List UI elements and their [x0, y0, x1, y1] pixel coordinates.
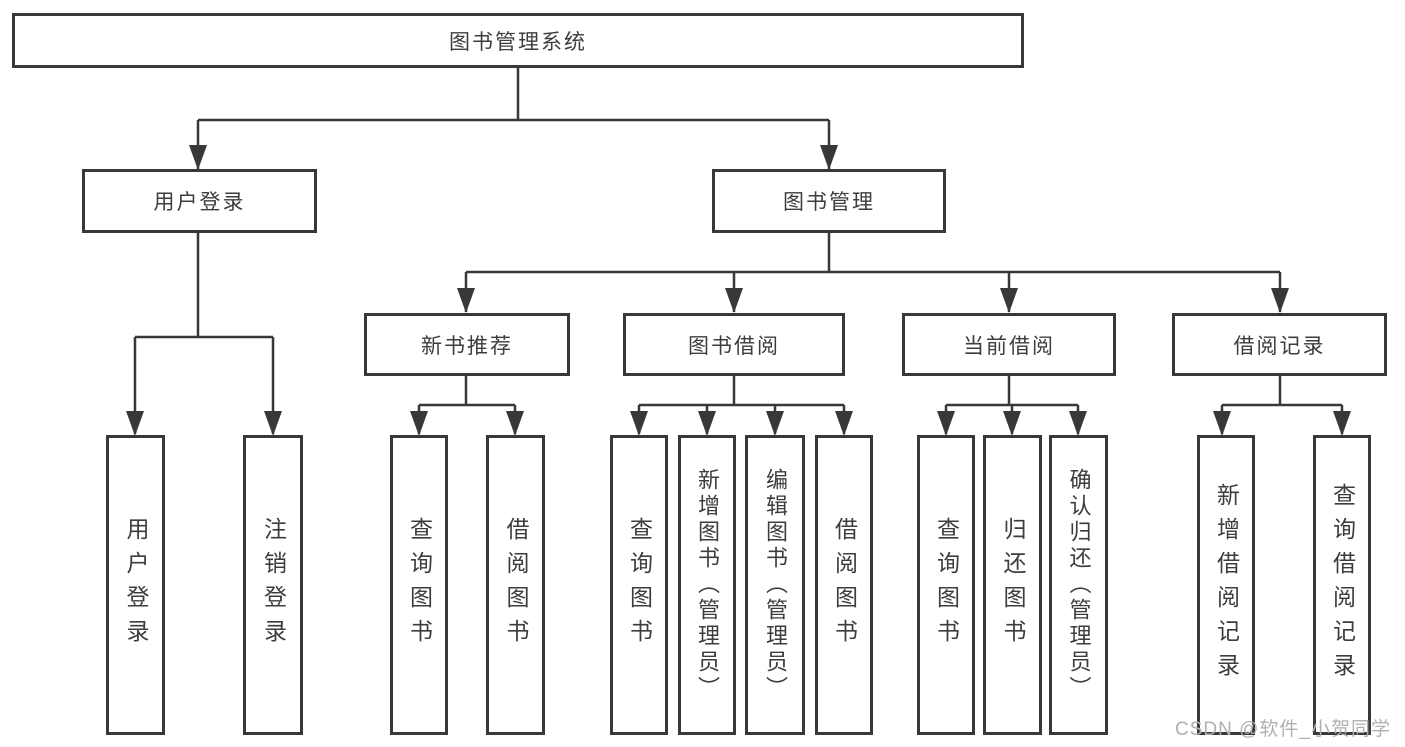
node-label: 图书管理系统 — [449, 30, 587, 54]
node-label: 当前借阅 — [963, 334, 1055, 358]
leaf-query-books-current: 查询图书 — [917, 435, 975, 735]
node-new-book-recommend: 新书推荐 — [364, 313, 570, 376]
node-current-borrowing: 当前借阅 — [902, 313, 1116, 376]
leaf-borrow-books-recommend: 借阅图书 — [486, 435, 545, 735]
node-label: 用户登录 — [123, 517, 149, 653]
node-book-management: 图书管理 — [712, 169, 946, 233]
node-label: 确认归还（管理员） — [1066, 468, 1092, 702]
node-library-management-system: 图书管理系统 — [12, 13, 1024, 68]
node-label: 借阅图书 — [503, 517, 529, 653]
leaf-confirm-return-admin: 确认归还（管理员） — [1049, 435, 1108, 735]
node-label: 图书管理 — [783, 191, 875, 214]
leaf-query-books-borrow: 查询图书 — [610, 435, 668, 735]
node-label: 查询图书 — [933, 517, 960, 653]
leaf-edit-books-admin: 编辑图书（管理员） — [745, 435, 805, 735]
node-label: 新书推荐 — [421, 334, 513, 358]
node-label: 图书借阅 — [688, 334, 780, 358]
csdn-watermark: CSDN @软件_小贺同学 — [1175, 719, 1391, 740]
arrowheads — [126, 145, 1351, 436]
node-label: 查询借阅记录 — [1329, 483, 1356, 687]
node-label: 注销登录 — [260, 517, 287, 653]
node-label: 编辑图书（管理员） — [763, 468, 788, 702]
leaf-user-login: 用户登录 — [106, 435, 165, 735]
node-user-login: 用户登录 — [82, 169, 317, 233]
node-label: 借阅图书 — [831, 517, 858, 653]
node-label: 用户登录 — [153, 191, 246, 214]
leaf-borrow-books: 借阅图书 — [815, 435, 873, 735]
node-label: 新增图书（管理员） — [695, 468, 720, 702]
leaf-add-borrow-record: 新增借阅记录 — [1197, 435, 1255, 735]
node-label: 归还图书 — [1000, 517, 1026, 653]
leaf-query-books-recommend: 查询图书 — [390, 435, 448, 735]
leaf-logout: 注销登录 — [243, 435, 303, 735]
node-borrow-records: 借阅记录 — [1172, 313, 1387, 376]
node-label: 查询图书 — [406, 517, 433, 653]
node-label: 借阅记录 — [1233, 334, 1326, 358]
leaf-add-books-admin: 新增图书（管理员） — [678, 435, 736, 735]
leaf-return-books: 归还图书 — [983, 435, 1042, 735]
node-label: 查询图书 — [626, 517, 653, 653]
node-book-borrowing: 图书借阅 — [623, 313, 845, 376]
leaf-query-borrow-record: 查询借阅记录 — [1313, 435, 1371, 735]
node-label: 新增借阅记录 — [1213, 483, 1240, 687]
